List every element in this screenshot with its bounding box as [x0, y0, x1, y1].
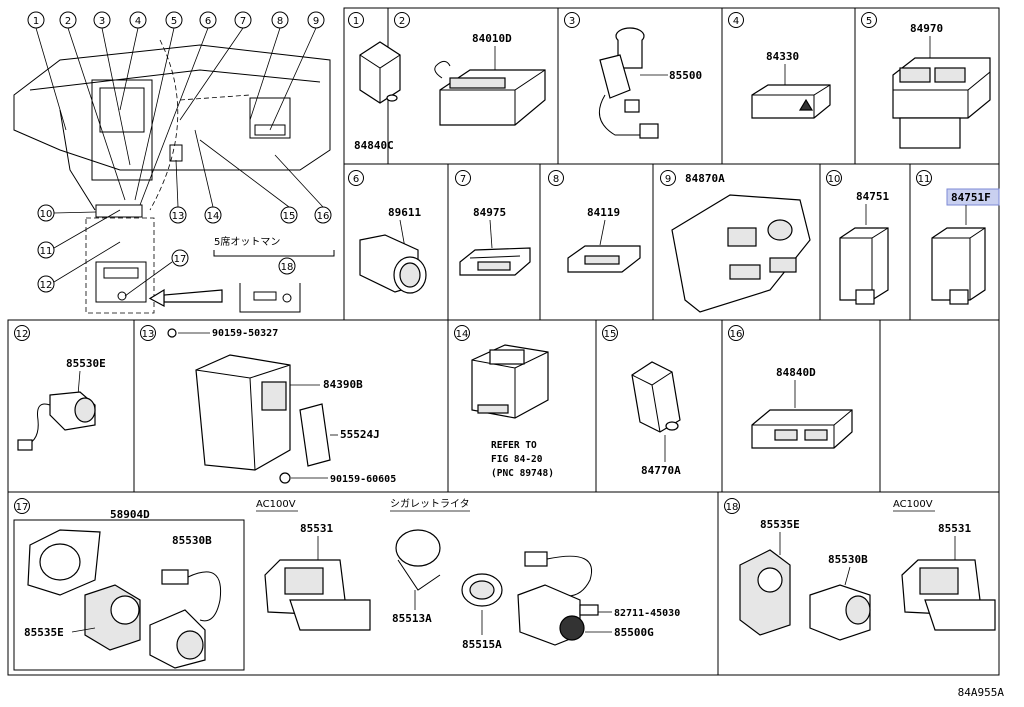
svg-text:7: 7 [460, 174, 466, 185]
svg-text:1: 1 [353, 16, 359, 27]
part-85515A: 85515A [462, 638, 502, 651]
refer-line-3: (PNC 89748) [491, 468, 554, 479]
part-85500G: 85500G [614, 626, 654, 639]
part-84751F[interactable]: 84751F [951, 191, 991, 204]
svg-text:2: 2 [399, 16, 405, 27]
part-90159-60605: 90159-60605 [330, 474, 396, 485]
cell-10: 10 84751 [826, 170, 889, 305]
svg-text:8: 8 [277, 16, 283, 27]
cell-14: 14 REFER TO FIG 84-20 (PNC 89748) [454, 325, 554, 479]
part-84390B: 84390B [323, 378, 363, 391]
refer-line-2: FIG 84-20 [491, 454, 543, 465]
cell-18: 18 85535E 85530B AC100V 85531 [724, 498, 996, 641]
cell-7: 7 84975 [455, 170, 531, 276]
part-85535E-b: 85535E [760, 518, 800, 531]
svg-text:7: 7 [240, 16, 246, 27]
part-84870A: 84870A [685, 172, 725, 185]
part-90159-50327: 90159-50327 [212, 328, 278, 339]
part-84010D: 84010D [472, 32, 512, 45]
part-84840D: 84840D [776, 366, 816, 379]
svg-text:10: 10 [828, 174, 841, 185]
refer-line-1: REFER TO [491, 440, 537, 451]
svg-text:18: 18 [281, 262, 294, 273]
cell-2: 2 84010D [394, 12, 546, 126]
svg-text:4: 4 [135, 16, 141, 27]
svg-text:15: 15 [283, 211, 296, 222]
svg-text:1: 1 [33, 16, 39, 27]
cell-8: 8 84119 [548, 170, 641, 273]
cell-6: 6 89611 [348, 170, 427, 294]
part-84975: 84975 [473, 206, 506, 219]
part-84330: 84330 [766, 50, 799, 63]
part-85500: 85500 [669, 69, 702, 82]
part-85530B-b: 85530B [828, 553, 868, 566]
dashboard-overview: 1 2 3 4 5 6 7 8 9 [13, 11, 335, 314]
part-85530E: 85530E [66, 357, 106, 370]
part-84119: 84119 [587, 206, 620, 219]
part-84840C: 84840C [354, 139, 394, 152]
svg-text:18: 18 [726, 502, 739, 513]
grid-lines [7, 7, 1000, 676]
svg-text:13: 13 [142, 329, 155, 340]
part-58904D: 58904D [110, 508, 150, 521]
svg-text:11: 11 [40, 246, 53, 257]
overview-callouts-side: 10 11 12 13 14 15 16 17 18 [37, 204, 332, 293]
cell-3: 3 85500 [564, 12, 702, 139]
svg-text:15: 15 [604, 329, 617, 340]
svg-text:3: 3 [569, 16, 575, 27]
part-85535E-a: 85535E [24, 626, 64, 639]
cell-17: 17 58904D 85535E 85530B AC100V 85531 シガレ… [13, 498, 680, 671]
part-84751: 84751 [856, 190, 889, 203]
figure-code: 84A955A [957, 686, 1004, 699]
cigarette-lighter-label: シガレットライタ [390, 498, 470, 510]
svg-text:9: 9 [313, 16, 319, 27]
svg-text:6: 6 [353, 174, 359, 185]
ac100v-label-17: AC100V [256, 499, 296, 510]
ac100v-label-18: AC100V [893, 499, 933, 510]
cell-13: 13 90159-50327 84390B 55524J 90159-60605 [140, 325, 396, 485]
svg-text:5: 5 [866, 16, 872, 27]
part-85530B-a: 85530B [172, 534, 212, 547]
svg-text:10: 10 [40, 209, 53, 220]
svg-text:8: 8 [553, 174, 559, 185]
part-55524J: 55524J [340, 428, 380, 441]
cell-9: 9 84870A [660, 170, 811, 313]
overview-callouts-top: 1 2 3 4 5 6 7 8 9 [27, 11, 325, 29]
cell-15: 15 84770A [602, 325, 681, 477]
cell-11: 11 84751F [916, 170, 1000, 305]
svg-text:3: 3 [99, 16, 105, 27]
part-84770A: 84770A [641, 464, 681, 477]
svg-text:6: 6 [205, 16, 211, 27]
svg-text:4: 4 [733, 16, 739, 27]
svg-text:16: 16 [730, 329, 743, 340]
cell-16: 16 84840D [728, 325, 853, 449]
svg-text:13: 13 [172, 211, 185, 222]
cell-12: 12 85530E [14, 325, 106, 451]
ottoman-label: 5席オットマン [214, 235, 280, 248]
part-89611: 89611 [388, 206, 421, 219]
svg-text:17: 17 [16, 502, 29, 513]
svg-text:14: 14 [456, 329, 469, 340]
cell-4: 4 84330 [728, 12, 831, 119]
svg-text:9: 9 [665, 174, 671, 185]
part-82711-45030: 82711-45030 [614, 608, 680, 619]
svg-text:2: 2 [65, 16, 71, 27]
highlight-box [946, 188, 1000, 206]
part-85531-a: 85531 [300, 522, 333, 535]
svg-text:12: 12 [40, 280, 53, 291]
svg-text:17: 17 [174, 254, 187, 265]
part-85513A: 85513A [392, 612, 432, 625]
svg-text:12: 12 [16, 329, 29, 340]
cell-5: 5 84970 [861, 12, 991, 149]
svg-text:5: 5 [171, 16, 177, 27]
part-84970: 84970 [910, 22, 943, 35]
part-85531-b: 85531 [938, 522, 971, 535]
cell-1: 1 84840C [348, 12, 401, 152]
svg-text:16: 16 [317, 211, 330, 222]
svg-text:14: 14 [207, 211, 220, 222]
svg-text:11: 11 [918, 174, 931, 185]
